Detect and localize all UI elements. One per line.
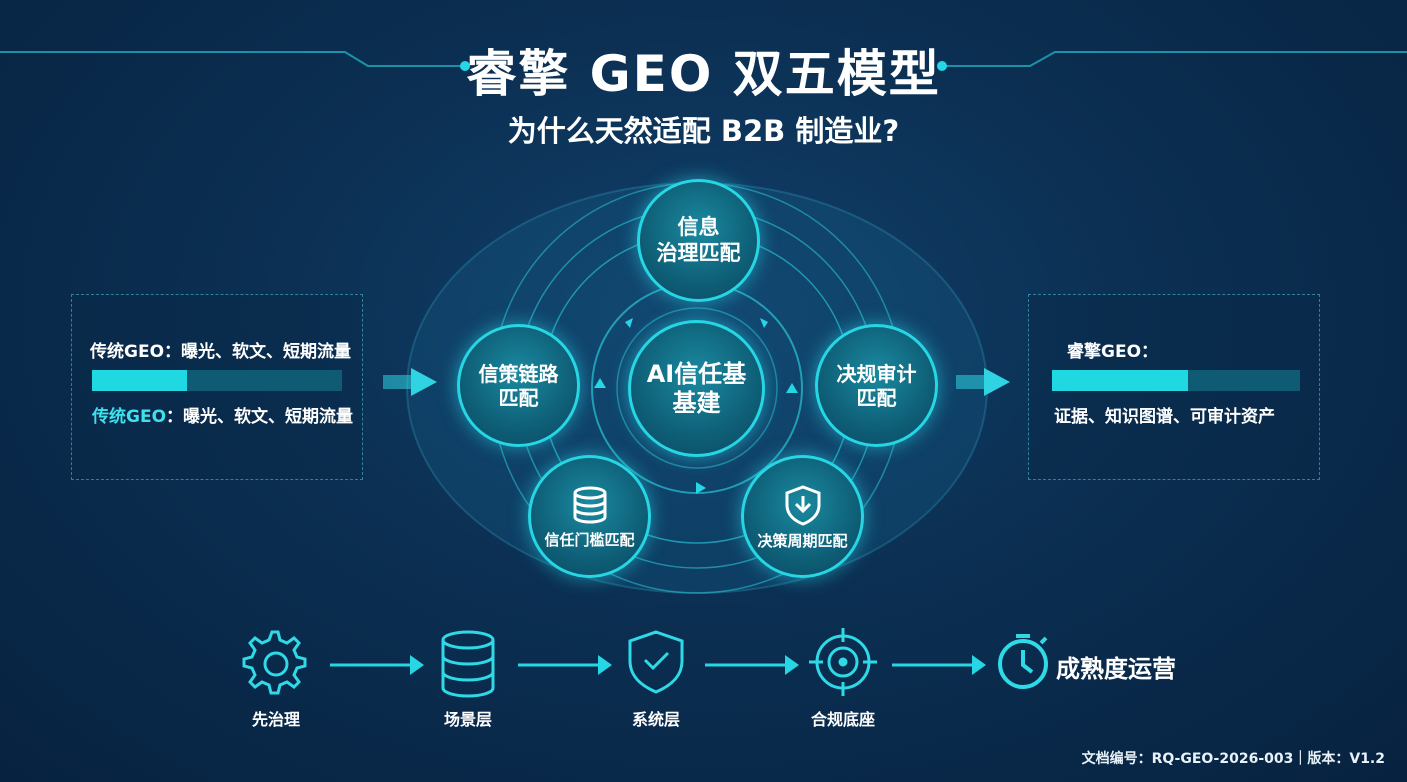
node-trust-threshold: 信任门槛匹配	[528, 455, 651, 578]
flow-step-compliance: 合规底座	[810, 710, 875, 729]
database-icon	[573, 486, 606, 523]
ruiqing-geo-progress-fill	[1052, 370, 1189, 391]
crosshair-icon	[809, 628, 877, 696]
ruiqing-geo-panel: 睿擎GEO： 证据、知识图谱、可审计资产	[1028, 294, 1320, 480]
traditional-geo-caption: 传统GEO：曝光、软文、短期流量	[92, 402, 353, 427]
traditional-geo-progress-fill	[92, 370, 187, 391]
node-decision-cycle-label: 决策周期匹配	[757, 531, 848, 550]
shield-download-icon	[785, 484, 820, 526]
left-arrow-icon	[383, 368, 437, 396]
traditional-geo-progress	[92, 370, 342, 391]
core-node: AI信任基 基建	[628, 320, 765, 457]
document-footer: 文档编号：RQ-GEO-2026-003｜版本：V1.2	[1081, 751, 1385, 767]
flow-final-label: 成熟度运营	[1056, 655, 1176, 683]
ring-arrowheads	[594, 318, 798, 494]
traditional-geo-heading: 传统GEO：曝光、软文、短期流量	[90, 342, 352, 362]
shield-check-icon	[628, 630, 684, 694]
ruiqing-geo-caption: 证据、知识图谱、可审计资产	[1054, 407, 1275, 427]
node-policy-chain-label: 信策链路 匹配	[478, 361, 559, 410]
right-arrow-icon	[956, 368, 1010, 396]
flow-arrows	[330, 655, 986, 675]
node-policy-chain: 信策链路 匹配	[457, 324, 580, 447]
traditional-geo-panel: 传统GEO：曝光、软文、短期流量 传统GEO：曝光、软文、短期流量	[71, 294, 363, 480]
traditional-geo-caption-label: 传统GEO	[92, 407, 167, 427]
database-icon	[441, 630, 495, 698]
stopwatch-icon	[998, 634, 1048, 689]
title-left-decoration	[0, 51, 470, 71]
node-decision-cycle: 决策周期匹配	[741, 455, 864, 578]
gear-icon	[242, 630, 307, 695]
ruiqing-geo-heading: 睿擎GEO：	[1067, 342, 1159, 362]
node-info-governance: 信息 治理匹配	[637, 179, 760, 302]
title-right-decoration	[937, 51, 1407, 71]
node-info-governance-label: 信息 治理匹配	[656, 215, 741, 265]
flow-step-governance: 先治理	[251, 710, 300, 729]
page-title: 睿擎 GEO 双五模型	[466, 45, 941, 103]
node-audit-label: 决规审计 匹配	[836, 361, 917, 410]
node-audit: 决规审计 匹配	[815, 324, 938, 447]
page-subtitle: 为什么天然适配 B2B 制造业?	[507, 114, 900, 148]
traditional-geo-caption-text: ：曝光、软文、短期流量	[166, 407, 354, 427]
node-trust-threshold-label: 信任门槛匹配	[544, 530, 635, 549]
ruiqing-geo-progress	[1052, 370, 1300, 391]
core-node-label: AI信任基 基建	[646, 359, 747, 417]
flow-step-scene-layer: 场景层	[443, 710, 492, 729]
flow-step-system-layer: 系统层	[631, 710, 680, 729]
